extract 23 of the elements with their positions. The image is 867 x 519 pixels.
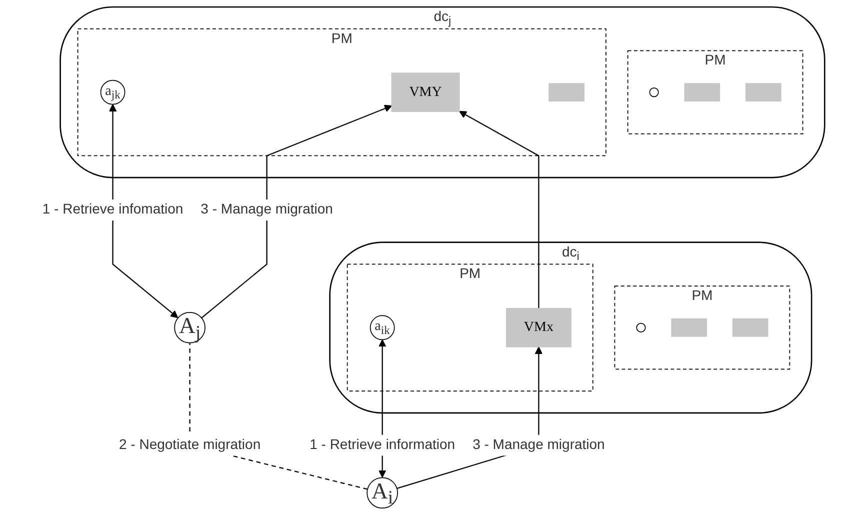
node-box (548, 83, 584, 102)
node-box (732, 318, 768, 337)
cluster: PM (614, 286, 790, 370)
node-circle: A$_{j}$ (174, 312, 206, 344)
arrow (108, 104, 178, 318)
node-box (684, 83, 720, 102)
edge-label: 1 - Retrieve infomation (42, 202, 184, 217)
node-circle (636, 322, 646, 332)
node-circle: a$_{ik}$ (370, 315, 395, 340)
node-circle: A$_{i}$ (366, 477, 398, 509)
edge-label: 3 - Manage migration (472, 437, 605, 452)
edge-label: 1 - Retrieve information (310, 437, 456, 452)
node-circle: a$_{jk}$ (100, 80, 126, 105)
node-circle (649, 87, 659, 98)
edge-label: 2 - Negotiate migration (119, 437, 261, 452)
cluster: PM (627, 50, 804, 134)
node-box (745, 83, 782, 102)
arrow (459, 110, 540, 308)
arrow (201, 104, 392, 318)
edge-label: 3 - Manage migration (200, 202, 333, 217)
node-box (671, 318, 708, 337)
node-box: VMY (391, 72, 460, 112)
node-box: VMx (506, 308, 572, 348)
